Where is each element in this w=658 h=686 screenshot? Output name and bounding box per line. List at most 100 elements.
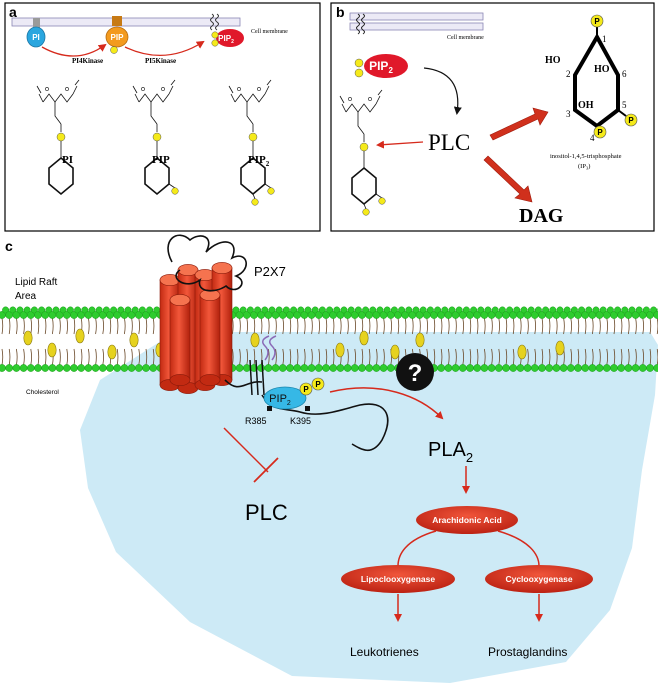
cyclooxygenase-label: Cyclooxygenase (505, 574, 572, 584)
k395-label: K395 (290, 416, 311, 426)
panel-a: a Cell membrane PI PIP PIP2 P (4, 2, 321, 232)
lipoxygenase-node (341, 565, 455, 593)
pi4kinase-arrow (41, 43, 107, 57)
p2x7-label: P2X7 (254, 264, 286, 279)
pi-struct-label: PI (62, 154, 73, 166)
pip2-b-label: PIP (369, 59, 388, 73)
ip3-oh: OH (578, 100, 594, 111)
leukotrienes-label: Leukotrienes (350, 645, 419, 659)
ip3-num-1: 1 (602, 34, 607, 44)
pla2-label-sub: 2 (466, 450, 473, 465)
ip3-num-6: 6 (622, 69, 627, 79)
pi-structure (36, 79, 80, 196)
plc-cleave-arrow (376, 140, 424, 149)
panel-b-membrane-2 (349, 22, 484, 31)
pi5kinase-arrow (124, 40, 205, 56)
pip2-struct-label: PIP (248, 154, 266, 166)
dag-arrow (483, 155, 533, 203)
panel-c-label: c (5, 238, 13, 254)
p2x7-tail-a (224, 379, 263, 388)
pi4kinase-label: PI4Kinase (72, 57, 103, 65)
pi-lipid: PI (26, 18, 46, 48)
panel-b-membrane-1 (349, 12, 484, 21)
p2x7-receptor: P2X7 (159, 234, 389, 452)
ip3-arrow (489, 107, 549, 141)
cytoplasm (80, 332, 658, 683)
ip3-p4: P (597, 128, 603, 137)
panel-a-label: a (9, 4, 17, 20)
ip3-ho-a: HO (545, 55, 561, 66)
pip2-c-sub: 2 (287, 400, 291, 407)
pip2-struct-sub: 2 (266, 160, 270, 168)
ip3-num-5: 5 (622, 100, 627, 110)
pip2-lipid-b: PIP2 (354, 13, 408, 78)
ip3-num-3: 3 (566, 109, 571, 119)
plc-label-b: PLC (428, 130, 470, 155)
pip2-a-sub: 2 (231, 39, 234, 45)
cholesterol-label: Cholesterol (26, 389, 59, 396)
cyclooxygenase-node (485, 565, 593, 593)
lipid-raft-label-2: Area (15, 291, 37, 302)
ip3-structure: P P P 1 2 3 4 5 6 HO HO OH inositol-1,4,… (545, 14, 638, 171)
lipid-raft-label-1: Lipid Raft (15, 277, 57, 288)
question-badge (396, 353, 434, 391)
pip2-c-label: PIP (269, 393, 287, 405)
pip-lipid: PIP (105, 16, 129, 54)
svg-text:PIP2: PIP2 (269, 393, 291, 407)
svg-text:PIP2: PIP2 (218, 34, 234, 45)
prostaglandins-label: Prostaglandins (488, 645, 567, 659)
ip3-p5: P (628, 116, 634, 125)
panel-a-frame (4, 2, 321, 232)
ip3-p1: P (594, 17, 600, 26)
svg-text:(IP3): (IP3) (578, 163, 590, 171)
pi5kinase-label: PI5Kinase (145, 57, 176, 65)
ip3-name: inositol-1,4,5-trisphosphate (550, 153, 622, 160)
arachidonic-acid-node (416, 506, 518, 534)
pi-label: PI (32, 33, 40, 42)
svg-text:PIP2: PIP2 (369, 59, 393, 75)
pip2-structure (228, 79, 275, 206)
question-mark: ? (408, 360, 423, 387)
dag-label: DAG (519, 205, 564, 227)
ip3-num-4: 4 (590, 133, 595, 143)
unknown-mechanism: ? (396, 353, 434, 391)
plc-inhibition-line (223, 427, 269, 473)
plc-label-c: PLC (245, 500, 288, 525)
ip3-abbr-sub: 3 (586, 166, 589, 171)
pip2-lipid-a: PIP2 (210, 13, 244, 47)
r385-label: R385 (245, 416, 267, 426)
ip3-num-2: 2 (566, 69, 571, 79)
pip2-to-pla2-arrow (329, 387, 444, 420)
pip2-b-sub: 2 (388, 66, 393, 75)
plc-inhibition-bar (253, 457, 279, 483)
aa-to-cyclo-line (497, 530, 540, 567)
pip2-a-label: PIP (218, 34, 232, 43)
ip3-abbr: (IP (578, 163, 586, 170)
ip3-abbr-close: ) (588, 163, 590, 170)
p2x7-extracellular-loop (167, 234, 247, 292)
pip2-c-p1: P (303, 385, 309, 394)
panel-b-membrane-label: Cell membrane (447, 35, 484, 41)
panel-b: b Cell membrane PIP2 PLC DAG P (330, 2, 655, 232)
aa-to-lipo-line (397, 530, 437, 567)
lipid-bilayer (0, 306, 658, 372)
panel-a-membrane (11, 17, 241, 27)
panel-c: c P2X7 Lipid Raft Area Cholesterol PIP2 … (0, 234, 658, 683)
pip2-to-plc-arrow (423, 67, 462, 115)
pip2-c-p2: P (315, 380, 321, 389)
svg-text:PIP2: PIP2 (248, 154, 270, 168)
panel-b-label: b (336, 4, 345, 20)
arachidonic-acid-label: Arachidonic Acid (432, 515, 502, 525)
ip3-ho-b: HO (594, 64, 610, 75)
pip2-structure-b (339, 89, 386, 216)
pla2-label: PLA2 (428, 439, 473, 465)
panel-a-membrane-label: Cell membrane (251, 29, 288, 35)
pip-structure (132, 79, 179, 196)
pip-label: PIP (111, 33, 125, 42)
pip2-c: PIP2 P P R385 K395 (245, 335, 325, 426)
p2x7-c-tail (261, 394, 389, 452)
lipoxygenase-label: Lipoclooxygenase (361, 574, 435, 584)
pla2-label-base: PLA (428, 439, 466, 461)
